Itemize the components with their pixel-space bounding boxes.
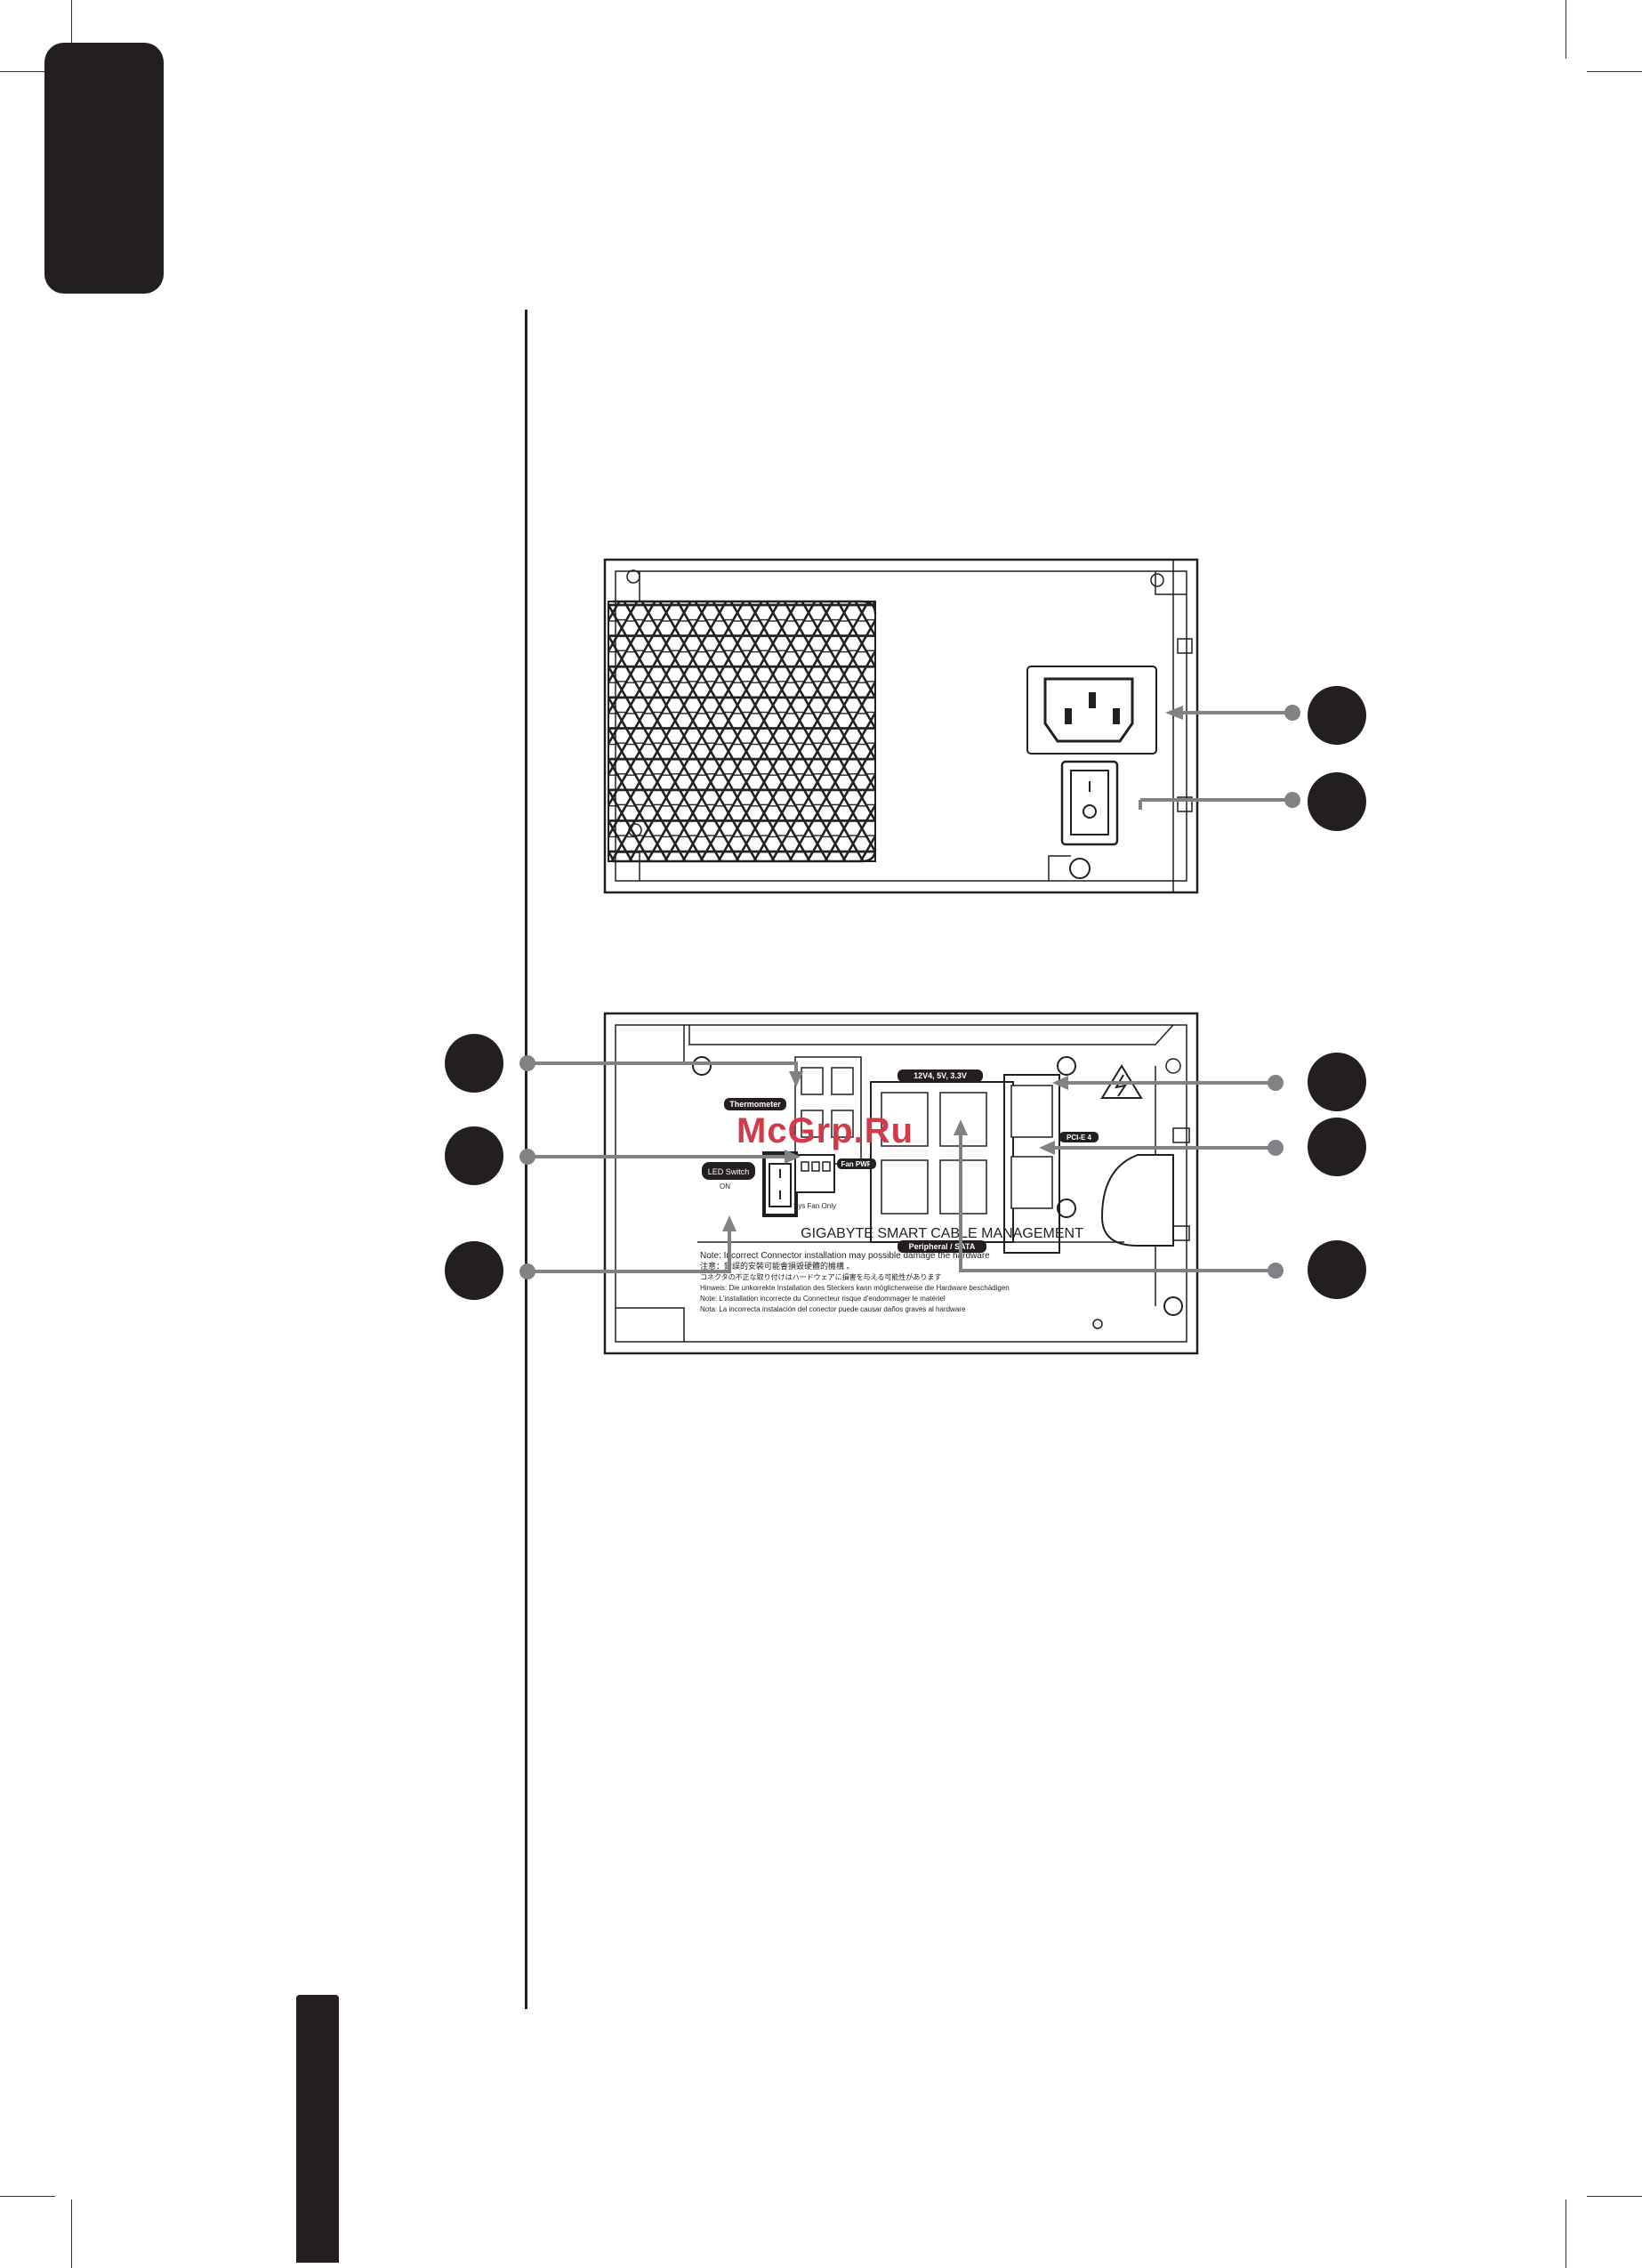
callout-thermometer [445,1034,503,1093]
brand-label: GIGABYTE SMART CABLE MANAGEMENT [801,1226,1083,1241]
crop-mark [0,2196,55,2197]
callout-pcie [1308,1053,1366,1111]
callout-ac-inlet [1308,686,1366,745]
language-tab [44,43,164,294]
note-line: 注意：錯誤的安裝可能會損毀硬體的機構 。 [700,1261,855,1271]
psu-rear-figure [603,558,1199,894]
ac-inlet-icon [1026,666,1157,755]
led-on-label: ON [720,1182,730,1190]
led-switch [762,1151,798,1217]
crop-mark [1587,71,1642,72]
note-line: Hinweis: Die unkorrekte Installation des… [700,1284,1010,1292]
note-line: Nota: La incorrecta instalación del cone… [700,1305,966,1313]
callout-fan-pwr [445,1126,503,1185]
note-line: コネクタの不正な取り付けはハードウェアに損害を与える可能性があります [700,1272,941,1281]
crop-mark [71,2199,72,2268]
rail-connector-icon [870,1081,1014,1243]
psu-module-figure: ON LED Switch Thermometer Fan PWR Sys Fa… [603,1012,1199,1355]
fan-pwr-label: Fan PWR [841,1160,872,1168]
vent-icon [608,600,877,863]
pcie-label: PCI-E 4 [1066,1134,1092,1142]
fan-header-icon [794,1154,835,1193]
note-line: Note: Incorrect Connector installation m… [700,1251,990,1261]
callout-pcie-2 [1308,1118,1366,1176]
callout-power-switch [1308,772,1366,831]
page-number-tab [296,1995,339,2263]
crop-mark [1587,2196,1642,2197]
sys-fan-only-label: Sys Fan Only [793,1202,836,1210]
thermometer-label: Thermometer [729,1100,781,1109]
note-line: Note: L'installation incorrecte du Conne… [700,1295,946,1303]
callout-peripheral [1308,1240,1366,1299]
pcie-connector-icon [1003,1074,1060,1254]
watermark: McGrp.Ru [736,1111,914,1150]
rail-label: 12V4, 5V, 3.3V [914,1071,967,1080]
led-switch-label: LED Switch [708,1167,750,1176]
crop-mark [0,71,55,72]
peripheral-label: Peripheral / SATA [909,1242,976,1251]
crop-mark [71,0,72,69]
callout-led-switch [445,1241,503,1300]
rocker-switch-icon [1060,760,1119,846]
